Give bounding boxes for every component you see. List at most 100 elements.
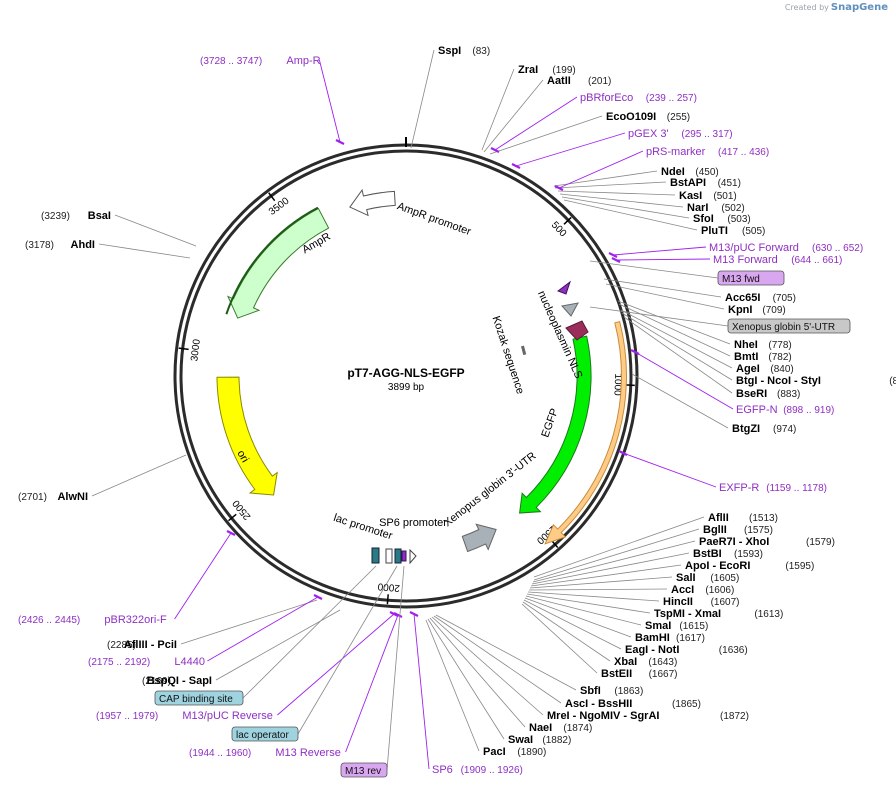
site-paci-leader bbox=[425, 619, 480, 752]
site-bseri-name: BseRI bbox=[736, 388, 767, 400]
box-label-lac-operator: lac operator bbox=[231, 565, 398, 742]
site-alwni-name: AlwNI bbox=[57, 491, 88, 503]
primer-amp-r-name: Amp-R bbox=[286, 55, 320, 67]
lac-promoter-marker bbox=[385, 548, 393, 564]
site-apoi-ecori: ApoI - EcoRI(1595) bbox=[530, 560, 814, 587]
box-label-xenopus-globin-5-utr: Xenopus globin 5'-UTR bbox=[589, 306, 851, 334]
box-label-cap-binding-site-leader bbox=[242, 565, 377, 699]
site-btgi-ncoi-styi-name: BtgI - NcoI - StyI bbox=[736, 375, 821, 387]
site-kpni: KpnI(709) bbox=[605, 283, 786, 316]
ruler-label-2500: 2500 bbox=[230, 497, 253, 522]
feature-ori bbox=[216, 376, 278, 496]
ruler-label-1000: 1000 bbox=[611, 373, 623, 396]
site-agei-leader bbox=[620, 309, 733, 369]
site-tspmi-xmai-name: TspMI - XmaI bbox=[654, 608, 721, 620]
site-smai-leader bbox=[525, 595, 642, 626]
primer-pgex-3-leader bbox=[515, 132, 626, 167]
site-kasi: KasI(501) bbox=[557, 190, 737, 202]
site-bspqi-sapi-name: BspQI - SapI bbox=[147, 675, 212, 687]
primer-amp-r-leader bbox=[318, 59, 341, 143]
primer-m13-forward-range: (644 .. 661) bbox=[791, 255, 842, 266]
site-bseri-coord: (883) bbox=[777, 389, 800, 400]
site-bmti-coord: (782) bbox=[768, 352, 791, 363]
site-tspmi-xmai-coord: (1613) bbox=[754, 609, 783, 620]
site-sali-leader bbox=[529, 576, 673, 589]
primer-amp-r-mark bbox=[335, 139, 345, 145]
site-ecoo109i: EcoO109I(255) bbox=[489, 111, 690, 155]
site-ecoo109i-coord: (255) bbox=[667, 112, 690, 123]
site-afliii-pcii-leader bbox=[180, 599, 318, 645]
site-bstapi-coord: (451) bbox=[718, 178, 741, 189]
site-nhei: NheI(778) bbox=[617, 300, 792, 351]
site-bstapi: BstAPI(451) bbox=[554, 177, 741, 189]
site-bamhi-coord: (1617) bbox=[676, 633, 705, 644]
site-pluti: PluTI(505) bbox=[563, 199, 765, 237]
ruler-tick-3000 bbox=[178, 347, 189, 351]
site-bstbi-coord: (1593) bbox=[734, 549, 763, 560]
site-sali-coord: (1605) bbox=[710, 573, 739, 584]
ruler-label-3500: 3500 bbox=[267, 195, 292, 217]
primer-egfp-n: EGFP-N(898 .. 919) bbox=[630, 349, 834, 416]
site-sali: SalI(1605) bbox=[529, 572, 739, 589]
site-hincii-coord: (1607) bbox=[711, 597, 740, 608]
primer-m13-reverse-name: M13 Reverse bbox=[275, 747, 340, 759]
site-sspi: SspI(83) bbox=[410, 45, 490, 149]
site-xbai: XbaI(1643) bbox=[522, 601, 677, 668]
box-label-cap-binding-site: CAP binding site bbox=[154, 565, 377, 706]
box-label-lac-operator-text: lac operator bbox=[236, 730, 289, 741]
site-zrai-leader bbox=[481, 68, 515, 151]
site-nari-coord: (502) bbox=[721, 203, 744, 214]
site-acc65i-name: Acc65I bbox=[725, 292, 760, 304]
site-ndei-coord: (450) bbox=[695, 167, 718, 178]
site-btgzi: BtgZI(974) bbox=[631, 373, 796, 435]
primer-l4440-leader bbox=[207, 596, 319, 662]
site-eagi-noti-coord: (1636) bbox=[719, 645, 748, 656]
primer-pgex-3: pGEX 3'(295 .. 317) bbox=[511, 128, 733, 169]
primer-sp6-range: (1909 .. 1926) bbox=[461, 765, 523, 776]
plasmid-length: 3899 bp bbox=[388, 382, 425, 393]
feature-label-ampr-promoter: AmpR promoter bbox=[395, 200, 472, 238]
site-afliii-pcii-name: AflIII - PciI bbox=[124, 639, 177, 651]
site-kpni-leader bbox=[605, 283, 725, 310]
site-paci-coord: (1890) bbox=[517, 747, 546, 758]
site-aflii: AflII(1513) bbox=[533, 512, 778, 578]
site-bsai: (3239)BsaI bbox=[41, 210, 197, 247]
cap-site-marker bbox=[371, 547, 380, 564]
primer-pbrforeco-name: pBRforEco bbox=[580, 92, 633, 104]
primer-sp6: SP6(1909 .. 1926) bbox=[409, 611, 523, 776]
site-paer7i-xhoi: PaeR7I - XhoI(1579) bbox=[532, 536, 835, 583]
site-bmti-name: BmtI bbox=[734, 351, 758, 363]
site-apoi-ecori-leader bbox=[530, 564, 682, 587]
site-ndei: NdeI(450) bbox=[553, 166, 719, 187]
site-bglii-name: BglII bbox=[703, 524, 727, 536]
site-swai-coord: (1882) bbox=[542, 735, 571, 746]
site-acc65i-leader bbox=[603, 278, 722, 298]
site-xbai-leader bbox=[522, 601, 611, 662]
primer-egfp-n-range: (898 .. 919) bbox=[783, 405, 834, 416]
primer-l4440-name: L4440 bbox=[174, 656, 205, 668]
site-naei: NaeI(1874) bbox=[429, 617, 592, 734]
site-asci-bsshii-name: AscI - BssHII bbox=[565, 698, 632, 710]
site-sfoi-leader bbox=[561, 196, 690, 219]
feature-label-3utr: Xenopus globin 3'-UTR bbox=[442, 450, 539, 529]
primer-pbrforeco-range: (239 .. 257) bbox=[646, 93, 697, 104]
primer-sp6-mark bbox=[409, 611, 419, 617]
site-tspmi-xmai-leader bbox=[526, 593, 651, 614]
site-bglii: BglII(1575) bbox=[533, 524, 773, 581]
primer-amp-r: (3728 .. 3747)Amp-R bbox=[200, 55, 345, 145]
site-sbfi-coord: (1863) bbox=[614, 686, 643, 697]
site-bspqi-sapi-coord: (2169) bbox=[142, 676, 171, 687]
site-alwni-leader bbox=[91, 454, 187, 497]
site-bmti-leader bbox=[618, 303, 731, 357]
primer-m13-puc-reverse-range: (1957 .. 1979) bbox=[96, 711, 158, 722]
site-aatii: AatII(201) bbox=[483, 75, 611, 153]
site-btgi-ncoi-styi-leader bbox=[621, 312, 733, 381]
site-paer7i-xhoi-leader bbox=[532, 540, 696, 583]
primer-pbr322ori-f-leader bbox=[174, 532, 232, 620]
primer-exfp-r: EXFP-R(1159 .. 1178) bbox=[618, 450, 827, 494]
primer-pbrforeco-leader bbox=[494, 96, 578, 151]
primer-exfp-r-range: (1159 .. 1178) bbox=[766, 483, 827, 494]
box-label-xenopus-globin-5-utr-text: Xenopus globin 5'-UTR bbox=[732, 322, 835, 333]
site-mrei-ngomiv-sgrai-leader bbox=[431, 616, 544, 716]
